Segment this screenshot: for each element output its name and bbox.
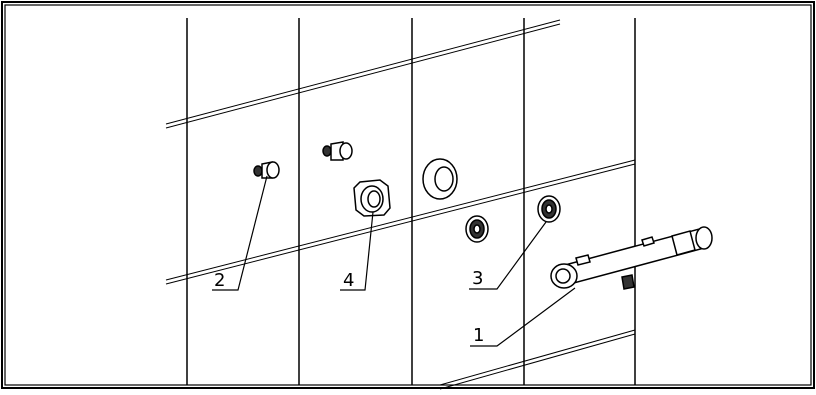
thermostatic-shower-valve-bar — [550, 226, 713, 290]
wall-flange-ring — [422, 158, 458, 200]
callout-3: 3 — [472, 268, 483, 289]
callout-4: 4 — [343, 270, 354, 291]
wall-flange-nut — [353, 179, 391, 217]
outer-frame — [1, 1, 815, 389]
wall-outlet-fitting-left — [253, 161, 280, 179]
tile-grid-vertical — [186, 18, 636, 385]
tile-grid-slanted — [165, 19, 636, 390]
leader-lines — [212, 175, 576, 347]
callout-labels: 2 4 3 1 — [214, 268, 484, 346]
leader-3 — [469, 221, 547, 290]
callout-2: 2 — [214, 270, 225, 291]
leader-4 — [340, 211, 374, 291]
threaded-wall-inlet-left — [465, 215, 489, 243]
leader-1 — [470, 287, 576, 347]
callout-1: 1 — [473, 325, 484, 346]
wall-outlet-fitting-right — [322, 141, 353, 161]
leader-2 — [212, 175, 268, 291]
threaded-wall-inlet — [537, 195, 561, 223]
